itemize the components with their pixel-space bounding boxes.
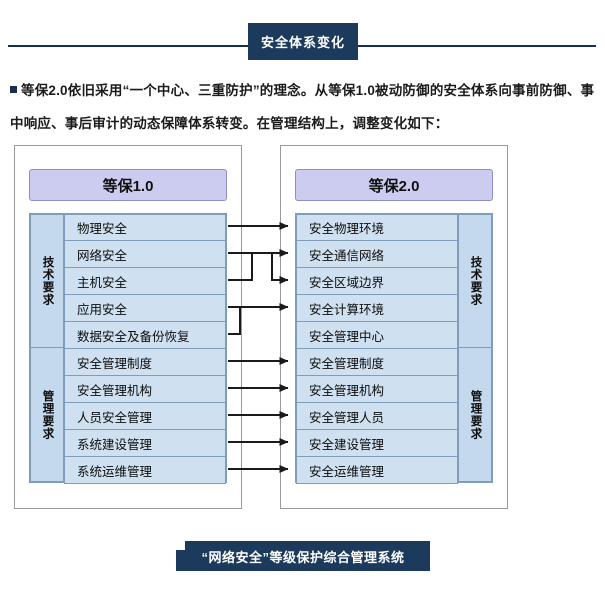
list-item[interactable]: 安全管理机构 xyxy=(296,376,458,403)
dengbao-2-frame: 等保2.0 技术要求 管理要求 安全物理环境 安全通信网络 安全区域边界 安全计… xyxy=(280,145,508,509)
list-item[interactable]: 安全建设管理 xyxy=(296,430,458,457)
dengbao-1-side-labels: 技术要求 管理要求 xyxy=(30,214,64,482)
list-item[interactable]: 安全管理制度 xyxy=(296,349,458,376)
side-label-management-left: 管理要求 xyxy=(30,348,64,482)
dengbao-2-grid: 技术要求 管理要求 安全物理环境 安全通信网络 安全区域边界 安全计算环境 安全… xyxy=(295,213,493,484)
list-item[interactable]: 系统建设管理 xyxy=(64,430,226,457)
list-item[interactable]: 物理安全 xyxy=(64,214,226,241)
dengbao-2-rows: 安全物理环境 安全通信网络 安全区域边界 安全计算环境 安全管理中心 安全管理制… xyxy=(296,214,458,484)
dengbao-2-side-labels: 技术要求 管理要求 xyxy=(458,214,492,482)
side-label-technical-right: 技术要求 xyxy=(458,214,492,348)
intro-paragraph: 等保2.0依旧采用“一个中心、三重防护”的理念。从等保1.0被动防御的安全体系向… xyxy=(10,74,598,140)
system-name-banner: “网络安全”等级保护综合管理系统 xyxy=(176,541,430,571)
list-item[interactable]: 系统运维管理 xyxy=(64,457,226,484)
list-item[interactable]: 安全管理人员 xyxy=(296,403,458,430)
list-item[interactable]: 安全管理制度 xyxy=(64,349,226,376)
side-label-technical-left: 技术要求 xyxy=(30,214,64,348)
list-item[interactable]: 安全管理中心 xyxy=(296,322,458,349)
intro-paragraph-text: 等保2.0依旧采用“一个中心、三重防护”的理念。从等保1.0被动防御的安全体系向… xyxy=(10,83,595,131)
list-item[interactable]: 安全通信网络 xyxy=(296,241,458,268)
system-name-banner-label: “网络安全”等级保护综合管理系统 xyxy=(201,549,405,565)
list-item[interactable]: 安全区域边界 xyxy=(296,268,458,295)
dengbao-1-frame: 等保1.0 技术要求 管理要求 物理安全 网络安全 主机安全 应用安全 数据安全… xyxy=(14,145,242,509)
side-label-management-right: 管理要求 xyxy=(458,348,492,482)
list-item[interactable]: 数据安全及备份恢复 xyxy=(64,322,226,349)
dengbao-2-title-chip: 等保2.0 xyxy=(295,169,493,201)
list-item[interactable]: 网络安全 xyxy=(64,241,226,268)
list-item[interactable]: 应用安全 xyxy=(64,295,226,322)
banner-corner-notch-icon xyxy=(176,541,185,550)
list-item[interactable]: 安全物理环境 xyxy=(296,214,458,241)
list-item[interactable]: 安全计算环境 xyxy=(296,295,458,322)
page-title: 安全体系变化 xyxy=(248,23,358,60)
dengbao-1-title-chip: 等保1.0 xyxy=(29,169,227,201)
dengbao-1-rows: 物理安全 网络安全 主机安全 应用安全 数据安全及备份恢复 安全管理制度 安全管… xyxy=(64,214,226,484)
square-bullet-icon xyxy=(10,86,17,93)
dengbao-1-grid: 技术要求 管理要求 物理安全 网络安全 主机安全 应用安全 数据安全及备份恢复 … xyxy=(29,213,227,484)
list-item[interactable]: 主机安全 xyxy=(64,268,226,295)
list-item[interactable]: 人员安全管理 xyxy=(64,403,226,430)
list-item[interactable]: 安全管理机构 xyxy=(64,376,226,403)
list-item[interactable]: 安全运维管理 xyxy=(296,457,458,484)
